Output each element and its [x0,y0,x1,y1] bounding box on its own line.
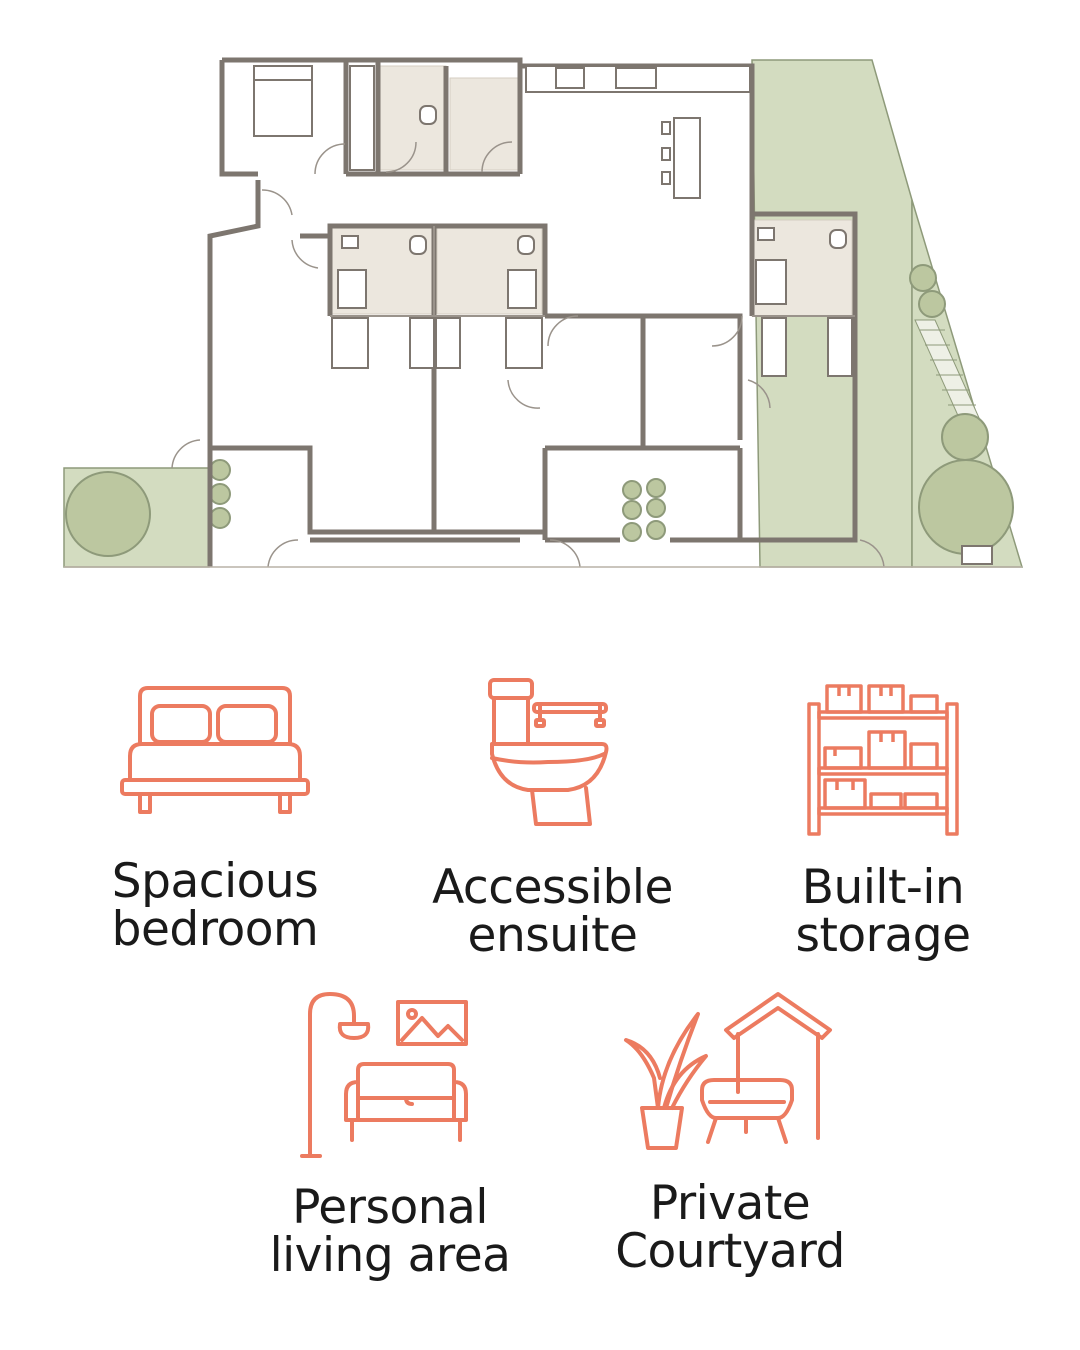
feature-personal-living-area: Personal living area [260,990,520,1280]
feature-accessible-ensuite: Accessible ensuite [420,674,685,960]
feature-built-in-storage: Built-in storage [768,684,998,960]
bed-icon [120,686,310,814]
feature-label-line2: living area [269,1228,511,1283]
floor-plan-illustration [63,57,1024,568]
wardrobes [331,65,853,377]
accessible-toilet-icon [487,678,608,826]
feature-label-line1: Built-in [801,860,965,915]
feature-label-line2: ensuite [467,908,638,963]
thin-walls [330,226,855,317]
feature-label-line1: Accessible [432,860,673,915]
feature-label-line1: Personal [292,1180,488,1235]
walls [207,57,858,567]
doors [171,141,885,568]
living-room-icon [300,992,468,1158]
feature-label-line1: Spacious [111,854,319,909]
feature-private-courtyard: Private Courtyard [600,990,860,1276]
courtyard-path [914,319,981,421]
courtyard-icon [624,992,832,1150]
feature-label-line2: bedroom [111,902,319,957]
trees [65,264,1014,557]
furniture [253,65,993,565]
storage-shelves-icon [807,684,959,836]
feature-label-line1: Private [649,1176,811,1231]
feature-label-line2: Courtyard [615,1224,845,1279]
feature-label-line2: storage [795,908,971,963]
feature-spacious-bedroom: Spacious bedroom [85,682,345,954]
